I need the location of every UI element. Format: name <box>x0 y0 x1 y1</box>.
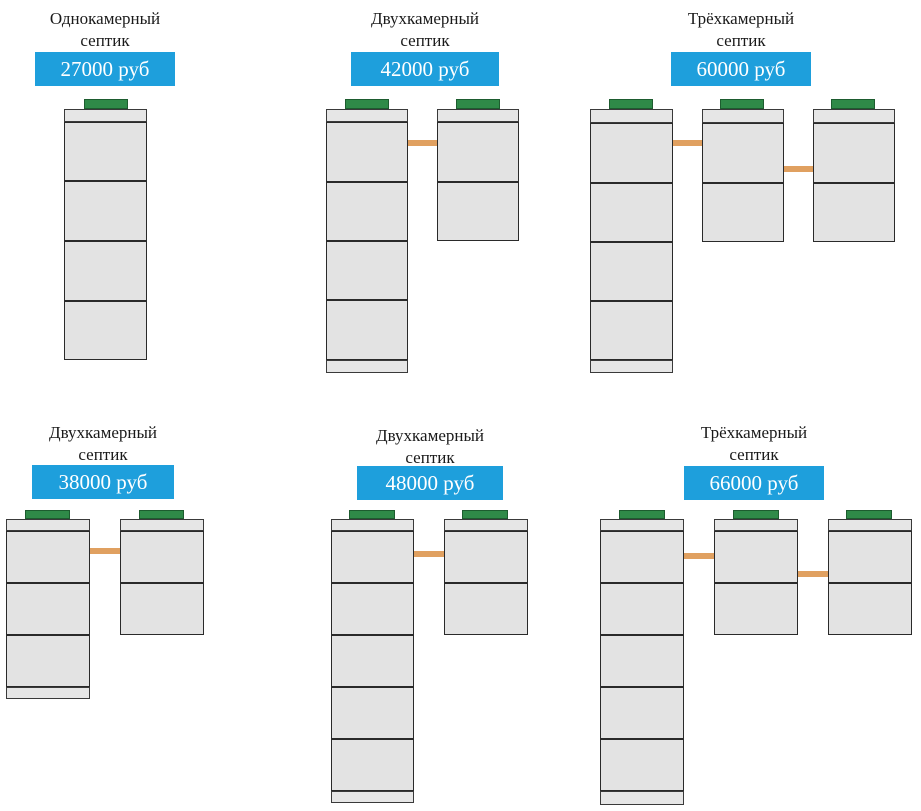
price-badge: 42000 руб <box>351 52 499 86</box>
concrete-ring <box>600 531 684 583</box>
well-cap <box>813 109 895 123</box>
concrete-ring <box>331 687 414 739</box>
well-cap <box>600 519 684 531</box>
overflow-pipe <box>90 548 120 554</box>
concrete-ring <box>64 122 147 181</box>
well-cap <box>702 109 784 123</box>
hatch-lid <box>456 99 500 109</box>
well-cap <box>6 519 90 531</box>
concrete-ring <box>590 183 673 242</box>
price-badge: 48000 руб <box>357 466 503 500</box>
concrete-ring <box>590 301 673 360</box>
well-cap <box>828 519 912 531</box>
concrete-ring <box>813 123 895 183</box>
concrete-ring <box>828 531 912 583</box>
overflow-pipe <box>414 551 444 557</box>
hatch-lid <box>609 99 653 109</box>
concrete-ring <box>714 583 798 635</box>
well-cap <box>64 109 147 122</box>
hatch-lid <box>349 510 395 519</box>
overflow-pipe <box>684 553 714 559</box>
concrete-ring <box>600 635 684 687</box>
concrete-ring <box>64 181 147 241</box>
concrete-ring <box>6 635 90 687</box>
concrete-ring <box>326 300 408 360</box>
well-bottom <box>600 791 684 805</box>
concrete-ring <box>600 687 684 739</box>
concrete-ring <box>64 241 147 301</box>
well-bottom <box>326 360 408 373</box>
overflow-pipe <box>784 166 813 172</box>
hatch-lid <box>345 99 389 109</box>
hatch-lid <box>846 510 892 519</box>
overflow-pipe <box>798 571 828 577</box>
concrete-ring <box>6 583 90 635</box>
price-badge: 60000 руб <box>671 52 811 86</box>
hatch-lid <box>84 99 128 109</box>
well-bottom <box>6 687 90 699</box>
concrete-ring <box>331 635 414 687</box>
well-cap <box>326 109 408 122</box>
concrete-ring <box>120 583 204 635</box>
concrete-ring <box>444 583 528 635</box>
well-cap <box>331 519 414 531</box>
overflow-pipe <box>673 140 702 146</box>
concrete-ring <box>64 301 147 360</box>
concrete-ring <box>813 183 895 242</box>
hatch-lid <box>462 510 508 519</box>
concrete-ring <box>326 241 408 300</box>
concrete-ring <box>444 531 528 583</box>
concrete-ring <box>828 583 912 635</box>
concrete-ring <box>590 123 673 183</box>
price-badge: 27000 руб <box>35 52 175 86</box>
concrete-ring <box>437 182 519 241</box>
concrete-ring <box>6 531 90 583</box>
hatch-lid <box>720 99 764 109</box>
well-bottom <box>590 360 673 373</box>
concrete-ring <box>437 122 519 182</box>
well-bottom <box>331 791 414 803</box>
concrete-ring <box>590 242 673 301</box>
hatch-lid <box>733 510 779 519</box>
well-cap <box>120 519 204 531</box>
concrete-ring <box>326 182 408 241</box>
concrete-ring <box>714 531 798 583</box>
hatch-lid <box>831 99 875 109</box>
well-cap <box>714 519 798 531</box>
concrete-ring <box>600 583 684 635</box>
concrete-ring <box>331 531 414 583</box>
well-cap <box>444 519 528 531</box>
well-cap <box>590 109 673 123</box>
concrete-ring <box>702 183 784 242</box>
concrete-ring <box>120 531 204 583</box>
price-badge: 66000 руб <box>684 466 824 500</box>
hatch-lid <box>619 510 665 519</box>
hatch-lid <box>139 510 184 519</box>
price-badge: 38000 руб <box>32 465 174 499</box>
hatch-lid <box>25 510 70 519</box>
overflow-pipe <box>408 140 438 146</box>
concrete-ring <box>331 739 414 791</box>
concrete-ring <box>331 583 414 635</box>
concrete-ring <box>326 122 408 182</box>
concrete-ring <box>600 739 684 791</box>
well-cap <box>437 109 519 122</box>
concrete-ring <box>702 123 784 183</box>
